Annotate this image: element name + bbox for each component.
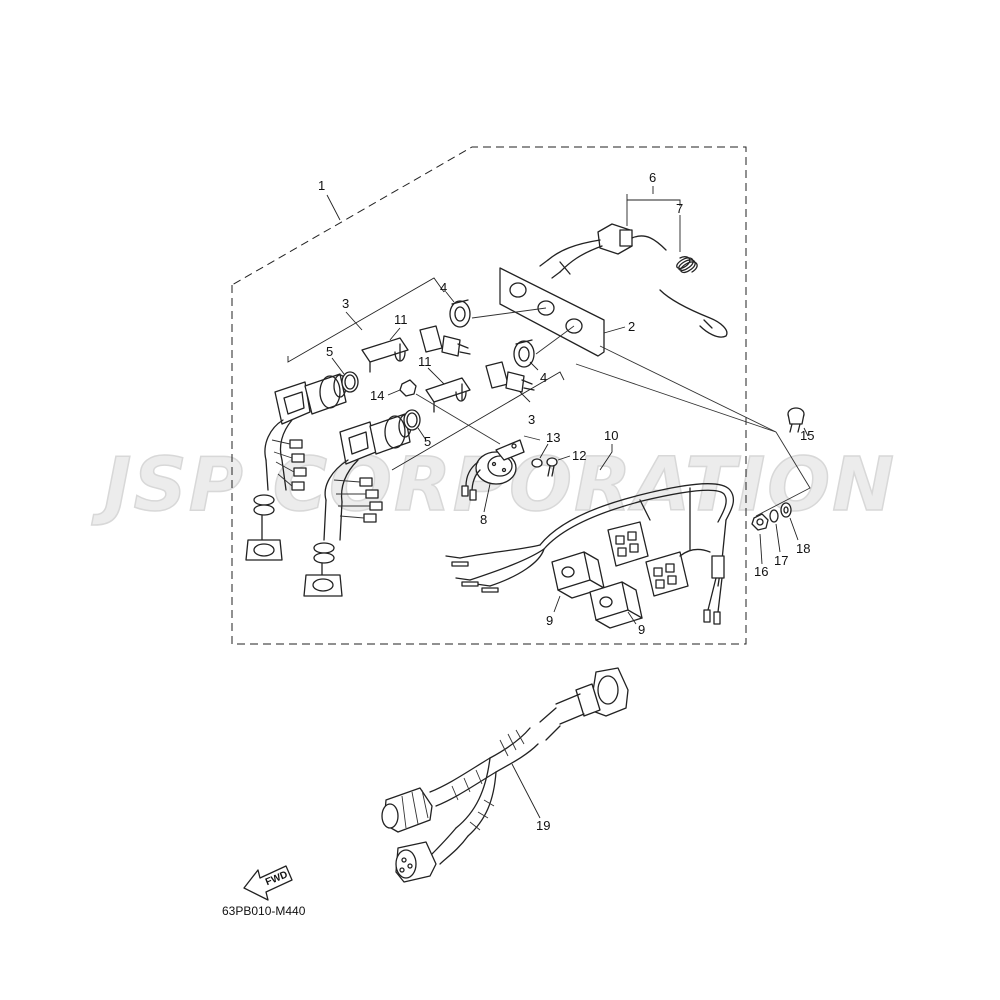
buzzer-8: [461, 439, 525, 501]
callout-8: 8: [480, 512, 487, 527]
alignment-line-b: [535, 325, 575, 355]
leader-18: [789, 517, 799, 541]
callout-10: 10: [604, 428, 618, 443]
callout-14: 14: [370, 388, 384, 403]
callout-18: 18: [796, 541, 810, 556]
callout-1: 1: [318, 178, 325, 193]
callout-9a: 9: [546, 613, 553, 628]
clip-lower: [485, 361, 535, 393]
callout-5b: 5: [424, 434, 431, 449]
fwd-arrow-icon: FWD: [243, 865, 293, 901]
leader-10: [599, 444, 613, 471]
extension-harness-19: [381, 667, 629, 883]
leader-19: [511, 763, 541, 819]
leader-2: [603, 326, 626, 334]
alignment-line-e: [415, 393, 501, 445]
callout-13: 13: [546, 430, 560, 445]
screw-12: [546, 457, 558, 477]
leader-4a: [445, 291, 455, 303]
leader-4b: [529, 361, 539, 371]
callout-6: 6: [649, 170, 656, 185]
washer-17: [769, 509, 779, 523]
grommet-4a: [449, 299, 471, 328]
leader-13: [539, 443, 549, 459]
bracket-11b: [425, 377, 471, 413]
leader-11b: [427, 367, 445, 385]
callout-3a: 3: [342, 296, 349, 311]
alignment-line-d: [599, 345, 777, 433]
clip-upper: [419, 325, 471, 357]
leader-17: [775, 523, 781, 553]
diagram-code: 63PB010-M440: [222, 904, 306, 918]
leader-6-bracket: [626, 186, 681, 206]
lower-switch-assembly: [303, 413, 412, 597]
callout-9b: 9: [638, 622, 645, 637]
bolt-15: [787, 407, 805, 433]
bracket-11a: [361, 337, 409, 373]
leader-12: [557, 455, 571, 461]
nut-16: [751, 513, 769, 531]
washer-18: [780, 502, 792, 518]
leader-16: [759, 533, 763, 565]
harness-10: [445, 483, 734, 625]
leader-15: [803, 427, 809, 437]
assembly-boundary: [231, 146, 747, 645]
callout-5a: 5: [326, 344, 333, 359]
callout-11b: 11: [418, 354, 432, 369]
leader-3a-bracket: [287, 277, 445, 363]
stop-switch-lanyard: [539, 223, 728, 338]
callout-19: 19: [536, 818, 550, 833]
callout-3b: 3: [528, 412, 535, 427]
alignment-line-c: [575, 363, 777, 433]
leader-9b: [627, 611, 637, 625]
callout-16: 16: [754, 564, 768, 579]
callout-17: 17: [774, 553, 788, 568]
leader-8: [483, 483, 491, 513]
alignment-line-g: [523, 435, 541, 441]
callout-4a: 4: [440, 280, 447, 295]
callout-labels: 1 2 3 3 4 4 5 5 6 7 8 9 9 10 11 11 12 13…: [318, 170, 814, 833]
leader-11a: [389, 327, 401, 341]
grommet-4b: [513, 339, 535, 368]
upper-switch-assembly: [245, 373, 347, 561]
callout-4b: 4: [540, 370, 547, 385]
relay-9b: [589, 581, 643, 629]
leader-14: [387, 389, 401, 396]
callout-7: 7: [676, 201, 683, 216]
leader-1: [326, 194, 341, 221]
alignment-line-a: [471, 307, 547, 319]
relay-9a: [551, 551, 605, 599]
alignment-line-f: [755, 431, 811, 517]
callout-2: 2: [628, 319, 635, 334]
leader-3b-bracket: [391, 371, 565, 471]
panel-plate: [499, 267, 605, 357]
leader-3b: [519, 391, 531, 403]
callout-15: 15: [800, 428, 814, 443]
leader-3a: [345, 311, 363, 331]
leader-9a: [553, 595, 561, 613]
callout-12: 12: [572, 448, 586, 463]
nut-14: [399, 379, 417, 397]
callout-11a: 11: [394, 312, 408, 327]
leader-5a: [331, 357, 345, 375]
leader-5b: [417, 427, 427, 441]
washer-13: [531, 458, 543, 468]
